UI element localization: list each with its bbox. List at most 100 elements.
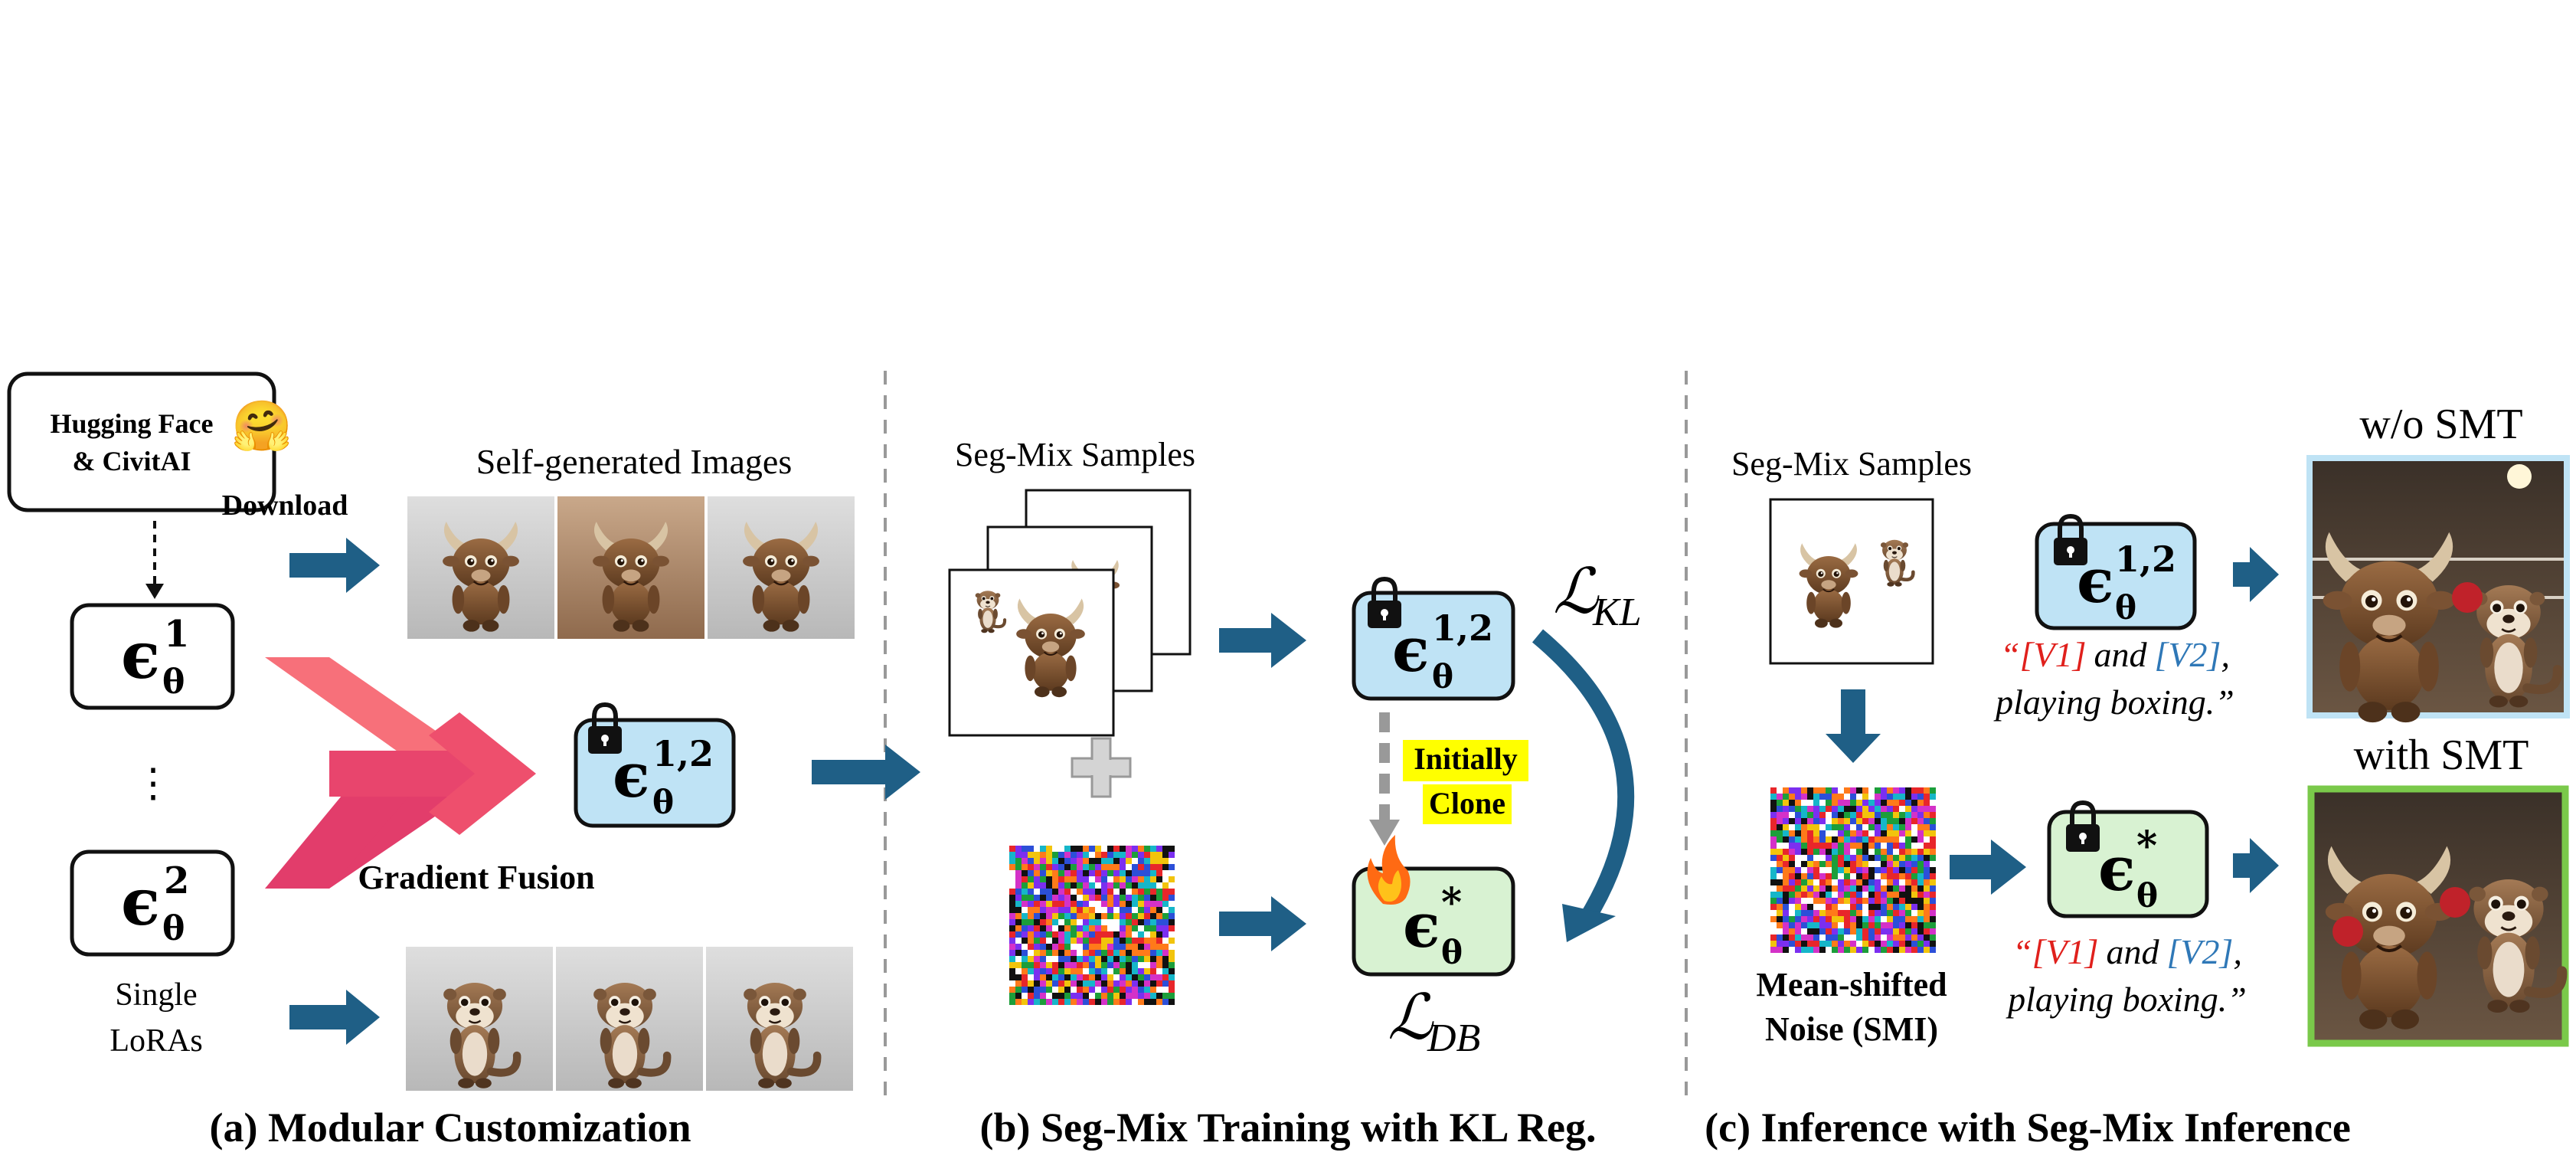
loss-db-script: ℒ [1388,983,1434,1052]
eps2-sup: 2 [164,859,189,902]
eps2-symbol: ϵ [121,864,160,940]
arrow-noise-to-student [1219,896,1306,951]
epsstarc-theta: θ [2136,877,2158,915]
epsstar-b-symbol: ϵ [1403,889,1440,961]
clone-highlight [1423,784,1512,824]
epsstarc-symbol: ϵ [2098,833,2136,905]
self-generated-image-1 [407,496,554,639]
arrow-sample-to-noise [1826,689,1881,763]
fire-icon [1367,835,1411,905]
smi-label-line2: Noise (SMI) [1765,1010,1938,1048]
prompt2-v2: [V2] [2167,932,2234,971]
segmix-samples-label-c: Seg-Mix Samples [1731,445,1972,483]
eps2-theta: θ [162,909,185,948]
hf-line2: & CivitAI [73,446,191,476]
eps1-theta: θ [162,663,185,702]
with-smt-label: with SMT [2354,732,2529,779]
download-label: Download [222,489,348,522]
eps12a-theta: θ [652,784,674,821]
prompt-2: “[V1]and[V2], playing boxing.” [2006,932,2247,1019]
prompt2-comma: , [2233,932,2242,971]
arrow-samples-to-teacher [1219,613,1306,668]
prompt1-line2: playing boxing.” [1993,682,2234,722]
kl-arrowhead [1562,904,1616,942]
gradient-fusion-label: Gradient Fusion [358,859,594,896]
arrow-a-to-b [812,745,920,800]
epsstar-b-sup: * [1441,879,1462,926]
with-smt-image [2307,785,2569,1047]
noise-image-b [1009,846,1175,1005]
prompt1-v2: [V2] [2155,635,2221,674]
prompt2-v1: [V1] [2032,932,2099,971]
svg-text:“[V1]and[V2],: “[V1]and[V2], [2000,635,2230,674]
epsstarc-sup: * [2136,823,2157,869]
loras-label: LoRAs [110,1023,202,1059]
loss-kl-sub: KL [1592,591,1642,634]
plus-icon [1071,737,1132,798]
clone-label: Clone [1429,786,1505,820]
loss-db-sub: DB [1427,1016,1480,1060]
arrow-student-to-with-image [2233,838,2279,893]
svg-text:“[V1]and[V2],: “[V1]and[V2], [2012,932,2242,971]
single-lora-2-box: ϵ 2 θ [70,849,235,957]
wo-smt-label: w/o SMT [2359,401,2522,448]
prompt2-line2: playing boxing.” [2006,980,2247,1019]
eps12b-symbol: ϵ [1392,614,1430,686]
arrow-noise-to-student-c [1950,840,2026,895]
smi-label-line1: Mean-shifted [1756,966,1947,1003]
eps12c-symbol: ϵ [2077,545,2114,617]
eps12a-symbol: ϵ [613,739,650,811]
segmix-samples-label-b: Seg-Mix Samples [955,436,1195,473]
epsstar-b-theta: θ [1441,934,1463,971]
eps12b-theta: θ [1432,658,1453,696]
segmix-sample-c [1769,498,1934,665]
merged-lora-box-a: ϵ 1,2 θ [574,705,736,828]
caption-a: (a) Modular Customization [210,1105,691,1151]
prompt1-comma: , [2221,635,2230,674]
single-lora-image-2 [556,947,703,1091]
kl-curved-arrow [1532,629,1635,924]
arrow-to-single-images [289,990,380,1045]
caption-c: (c) Inference with Seg-Mix Inference [1705,1105,2351,1151]
single-lora-image-1 [406,947,553,1091]
self-generated-label: Self-generated Images [476,442,793,481]
teacher-model-box: ϵ 1,2 θ [1352,579,1515,701]
prompt-1: “[V1]and[V2], playing boxing.” [1993,635,2234,722]
arrow-teacher-to-wo-image [2233,547,2279,602]
prompt1-and: and [2094,635,2148,674]
prompt1-open: “ [2000,635,2020,674]
student-model-box-c: ϵ * θ [2047,803,2209,918]
initially-highlight [1403,740,1528,781]
single-label: Single [115,977,197,1013]
single-lora-image-3 [706,947,853,1091]
eps12c-theta: θ [2115,589,2136,627]
noise-image-c [1770,787,1936,953]
eps1-sup: 1 [164,613,189,656]
vertical-ellipsis: ⋮ [133,762,173,806]
hf-civitai-box: Hugging Face & CivitAI 🤗 [7,372,293,512]
clone-arrowhead [1369,820,1400,846]
download-arrowhead [145,584,164,599]
eps12b-sup: 1,2 [1432,607,1493,649]
arrow-to-self-generated [289,538,380,593]
wo-smt-image [2306,455,2570,722]
segmix-sample-stack [948,489,1192,737]
self-generated-image-3 [708,496,855,639]
loss-kl-script: ℒ [1553,557,1600,627]
self-generated-image-2 [557,496,704,639]
single-lora-1-box: ϵ 1 θ [70,603,235,710]
teacher-model-box-c: ϵ 1,2 θ [2035,516,2197,630]
prompt1-v1: [V1] [2020,635,2087,674]
hf-line1: Hugging Face [51,408,214,439]
eps12a-sup: 1,2 [652,733,714,774]
hugging-face-emoji-icon: 🤗 [231,399,293,453]
eps12c-sup: 1,2 [2115,538,2176,580]
prompt2-open: “ [2012,932,2032,971]
gradient-fusion-arrow [265,657,536,889]
prompt2-and: and [2107,932,2160,971]
caption-b: (b) Seg-Mix Training with KL Reg. [979,1105,1596,1151]
initially-label: Initially [1414,741,1518,776]
eps1-symbol: ϵ [121,617,160,693]
